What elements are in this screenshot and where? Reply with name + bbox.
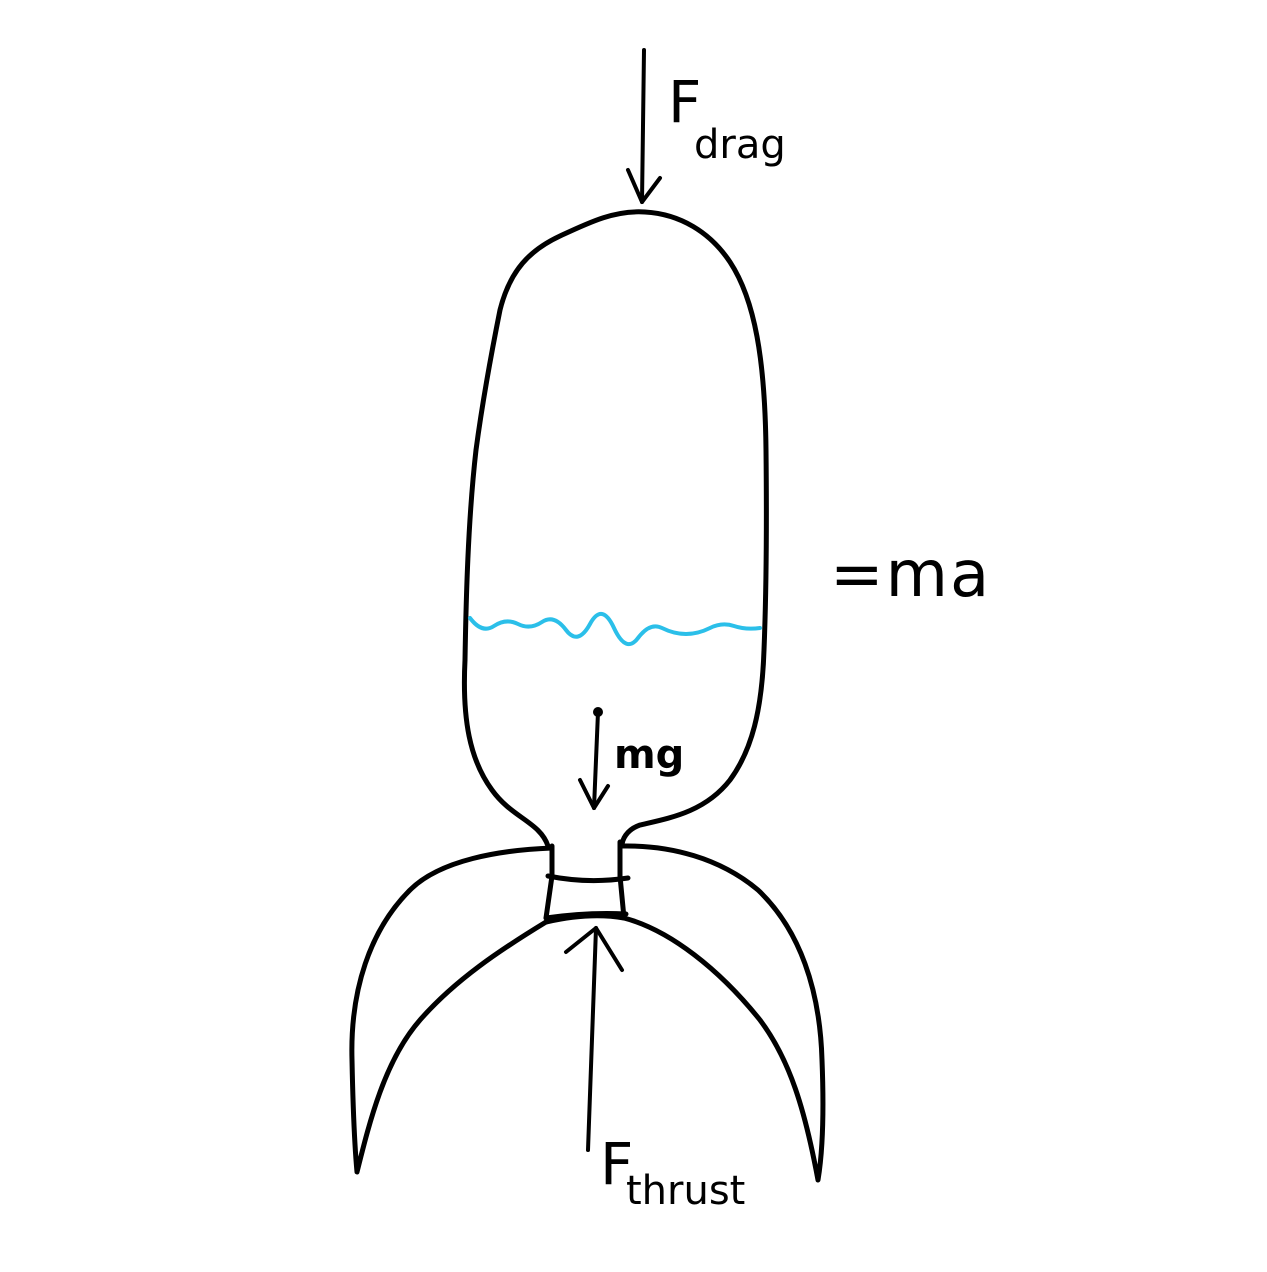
thrust-arrow [586,926,598,1152]
weight-arrow [592,710,600,810]
drag-label-subscript: drag [694,122,786,168]
drag-label-main: F [668,68,701,136]
bottle-body-outline [461,209,769,849]
nozzle-outline [543,843,555,921]
weight-label: mg [614,732,684,778]
equation-label: =ma [830,538,991,612]
left-fin-outline [349,845,555,1175]
nozzle-outline-right [617,839,627,921]
thrust-label-main: F [600,1130,633,1198]
weight-arrowhead [578,778,610,810]
water-line [468,612,762,647]
right-fin-outline [619,843,826,1183]
thrust-label-subscript: thrust [626,1168,745,1214]
nozzle-ring [545,873,631,884]
thrust-arrowhead [564,926,624,972]
drag-arrowhead [626,168,662,204]
drag-arrow [640,48,646,204]
fin-inner-arc [543,913,627,925]
